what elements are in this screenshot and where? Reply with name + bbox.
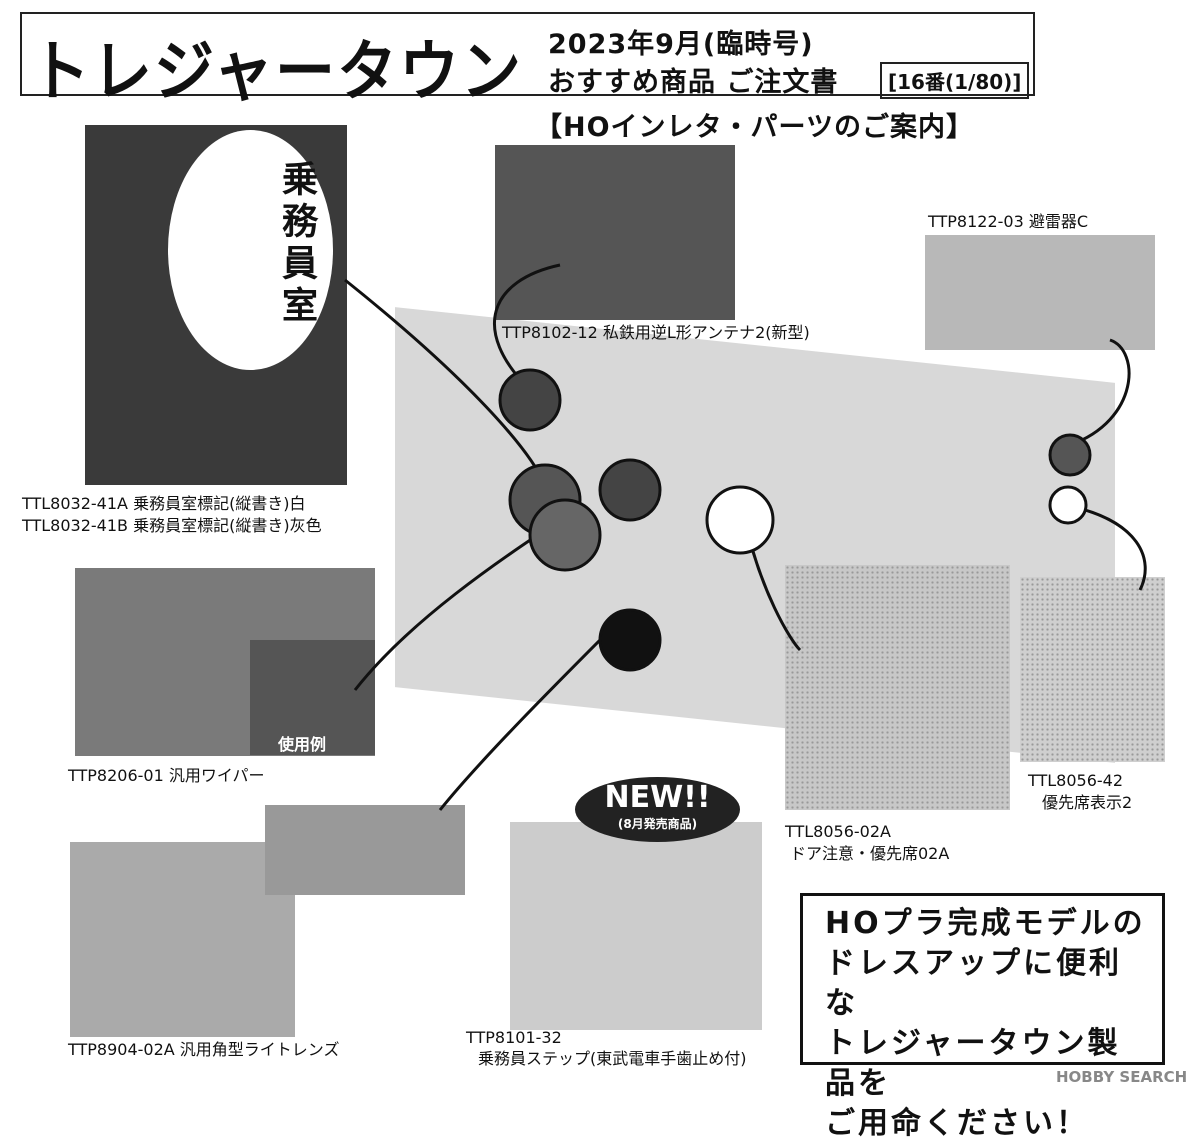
product-label-crew-room-gray: TTL8032-41B 乗務員室標記(縦書き)灰色 <box>22 516 322 535</box>
section-title: 【HOインレタ・パーツのご案内】 <box>535 112 975 143</box>
call-to-action-box: HOプラ完成モデルの ドレスアップに便利な トレジャータウン製品を ご用命くださ… <box>800 893 1165 1141</box>
product-label-crew-room-white: TTL8032-41A 乗務員室標記(縦書き)白 <box>22 494 306 513</box>
crew-room-highlight <box>168 130 333 370</box>
order-form-title: おすすめ商品 ご注文書 <box>548 67 839 98</box>
cta-line-4: ご用命ください！ <box>825 1106 1089 1141</box>
new-badge-subtitle: (8月発売商品) <box>617 817 698 831</box>
header-box <box>20 12 1035 96</box>
crew-room-text: 乗務員室 <box>276 160 317 328</box>
cta-line-3: トレジャータウン製品を <box>825 1026 1121 1101</box>
usage-example-text: 使用例 <box>278 735 327 754</box>
cta-line-2: ドレスアップに便利な <box>825 946 1122 1021</box>
callout-lines <box>344 263 1147 811</box>
brand-title: トレジャータウン <box>30 33 523 111</box>
product-label-antenna: TTP8102-12 私鉄用逆L形アンテナ2(新型) <box>502 323 810 342</box>
crew-step-image <box>510 822 762 1030</box>
cta-line-1: HOプラ完成モデルの <box>825 906 1146 941</box>
product-label-priority-code: TTL8056-42 <box>1028 771 1124 790</box>
page-number: [16番(1/80)] <box>880 62 1030 99</box>
new-badge: NEW!! (8月発売商品) <box>575 777 740 842</box>
product-label-light-lens: TTP8904-02A 汎用角型ライトレンズ <box>68 1040 340 1059</box>
antenna-image <box>495 145 735 320</box>
product-label-door-code: TTL8056-02A <box>785 822 891 841</box>
product-label-priority-name: 優先席表示2 <box>1042 793 1133 812</box>
product-label-step-code: TTP8101-32 <box>466 1028 562 1047</box>
product-label-step-name: 乗務員ステップ(東武電車手歯止め付) <box>478 1049 747 1068</box>
priority-seat-decal-image <box>1020 577 1165 762</box>
issue-date: 2023年9月(臨時号) <box>548 29 814 60</box>
product-label-door-name: ドア注意・優先席02A <box>790 844 950 863</box>
watermark: HOBBY SEARCH <box>1056 1068 1188 1086</box>
product-label-wiper: TTP8206-01 汎用ワイパー <box>68 766 265 785</box>
new-badge-title: NEW!! <box>604 780 711 815</box>
door-decal-image <box>785 565 1010 810</box>
arrester-image <box>925 235 1155 350</box>
light-lens-detail-image <box>265 805 465 895</box>
wiper-usage-image <box>250 640 375 755</box>
product-label-arrester: TTP8122-03 避雷器C <box>928 212 1089 231</box>
light-lens-image <box>70 842 295 1037</box>
